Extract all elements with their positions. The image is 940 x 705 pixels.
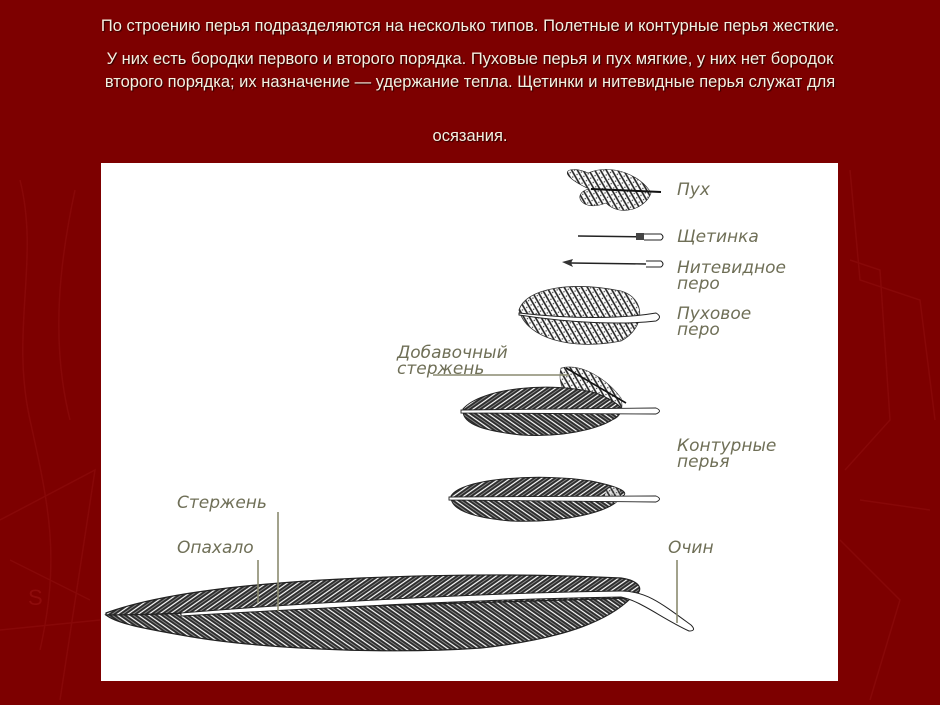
label-calamus: Очин — [668, 538, 714, 558]
label-shaft: Стержень — [177, 493, 267, 513]
label-vane: Опахало — [177, 538, 254, 558]
label-contour-line2: перья — [677, 452, 730, 472]
label-down: Пух — [677, 180, 710, 200]
contour-feather-illustration — [448, 476, 660, 522]
filoplume-illustration — [562, 259, 664, 268]
down-feather-illustration — [567, 169, 662, 211]
label-filoplume-line1: Нитевидное — [677, 258, 786, 278]
feather-illustrations — [104, 169, 695, 652]
paragraph-line-1: По строению перья подразделяются на неск… — [100, 17, 840, 35]
flight-feather-illustration — [104, 574, 695, 652]
bristle-illustration — [577, 233, 664, 241]
down-feather-plumule-illustration — [518, 286, 660, 345]
leader-lines — [257, 374, 678, 623]
svg-text:S: S — [28, 585, 43, 610]
label-afterfeather-line1: Добавочный — [397, 343, 508, 363]
contour-feather-with-afterfeather-illustration — [460, 366, 660, 436]
label-filoplume-line2: перо — [677, 274, 720, 294]
paragraph-line-2: У них есть бородки первого и второго пор… — [106, 50, 834, 68]
paragraph-line-4: осязания. — [432, 127, 508, 145]
label-down-feather-line2: перо — [677, 320, 720, 340]
label-contour-line1: Контурные — [677, 436, 777, 456]
label-afterfeather-line2: стержень — [397, 359, 485, 379]
feather-types-diagram: Пух Щетинка Нитевидное перо Пуховое перо… — [101, 163, 838, 681]
label-bristle: Щетинка — [677, 227, 759, 247]
label-down-feather-line1: Пуховое — [677, 304, 752, 324]
paragraph-line-3: второго порядка; их назначение — удержан… — [104, 73, 836, 91]
